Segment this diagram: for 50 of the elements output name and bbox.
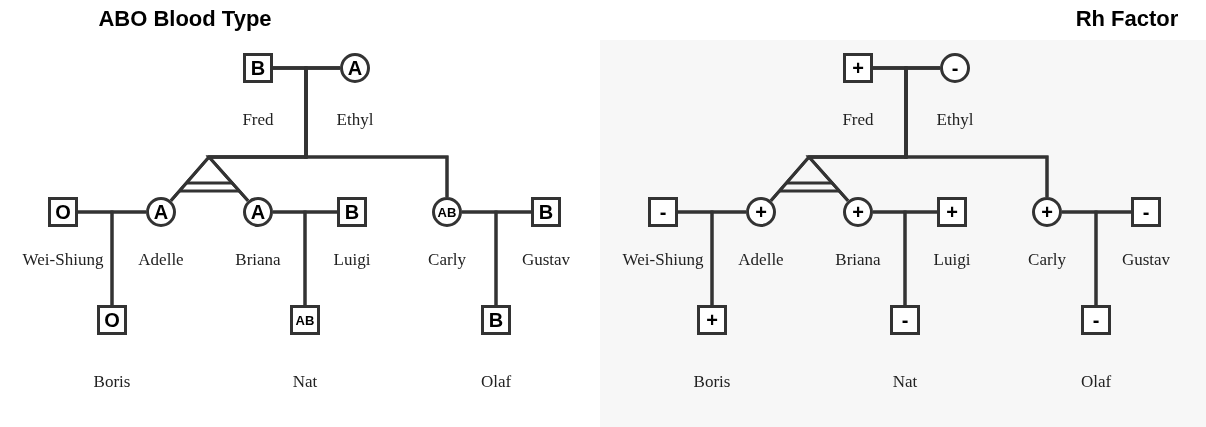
male-square: +: [937, 197, 967, 227]
male-square: -: [1131, 197, 1161, 227]
person-name: Wei-Shiung: [622, 250, 704, 270]
person-name: Carly: [1028, 250, 1066, 270]
male-square: B: [243, 53, 273, 83]
person-name: Boris: [693, 372, 731, 392]
person-name: Wei-Shiung: [22, 250, 104, 270]
person-name: Luigi: [333, 250, 371, 270]
person-name: Fred: [242, 110, 274, 130]
person-name: Nat: [292, 372, 318, 392]
male-square: O: [97, 305, 127, 335]
pedigree-line: [494, 210, 531, 305]
person-name: Gustav: [1121, 250, 1171, 270]
male-square: -: [648, 197, 678, 227]
male-square: B: [531, 197, 561, 227]
person-name: Olaf: [480, 372, 512, 392]
panel-heading: ABO Blood Type: [98, 6, 272, 32]
person-name: Ethyl: [936, 110, 974, 130]
person-name: Nat: [892, 372, 918, 392]
person-name: Carly: [428, 250, 466, 270]
person-name: Briana: [835, 250, 881, 270]
pedigree-line: [304, 66, 449, 197]
male-square: +: [697, 305, 727, 335]
panel-heading: Rh Factor: [1075, 6, 1179, 32]
person-name: Olaf: [1080, 372, 1112, 392]
pedigree-line: [1094, 210, 1131, 305]
person-name: Adelle: [138, 250, 184, 270]
male-square: -: [1081, 305, 1111, 335]
female-circle: A: [243, 197, 273, 227]
male-square: -: [890, 305, 920, 335]
person-name: Briana: [235, 250, 281, 270]
female-circle: A: [146, 197, 176, 227]
female-circle: A: [340, 53, 370, 83]
female-circle: AB: [432, 197, 462, 227]
person-name: Luigi: [933, 250, 971, 270]
pedigree-line: [903, 210, 937, 305]
person-name: Adelle: [738, 250, 784, 270]
male-square: +: [843, 53, 873, 83]
male-square: B: [481, 305, 511, 335]
person-name: Gustav: [521, 250, 571, 270]
male-square: O: [48, 197, 78, 227]
pedigree-line: [303, 210, 337, 305]
person-name: Boris: [93, 372, 131, 392]
pedigree-line: [904, 66, 1049, 197]
male-square: B: [337, 197, 367, 227]
person-name: Ethyl: [336, 110, 374, 130]
person-name: Fred: [842, 110, 874, 130]
male-square: AB: [290, 305, 320, 335]
pedigree-line: [110, 210, 146, 305]
pedigree-line: [710, 210, 746, 305]
